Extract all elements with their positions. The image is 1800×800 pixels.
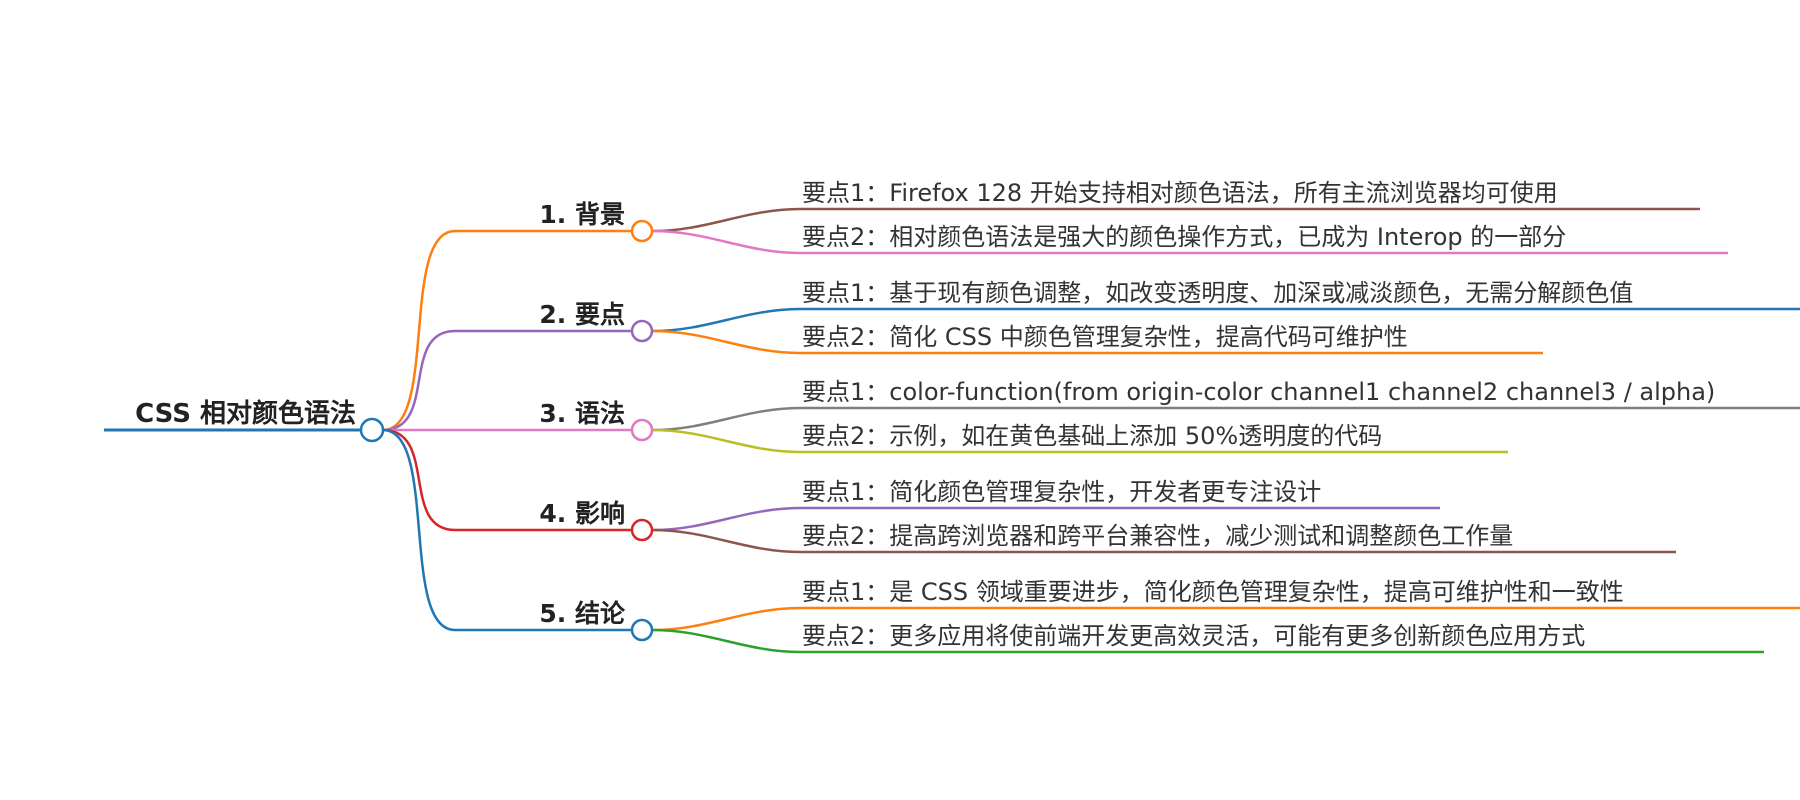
branch-4-leaf-1-connector <box>652 506 801 532</box>
branch-2-leaf-1-connector <box>652 307 801 333</box>
branch-1-leaf-2-connector <box>652 229 801 255</box>
branch-1-label[interactable]: 1. 背景 <box>539 200 625 229</box>
branch-1-leaf-1-label[interactable]: 要点1：Firefox 128 开始支持相对颜色语法，所有主流浏览器均可使用 <box>802 179 1558 207</box>
branch-3-leaf-1-connector <box>652 406 801 432</box>
branch-5-leaf-1-label[interactable]: 要点1：是 CSS 领域重要进步，简化颜色管理复杂性，提高可维护性和一致性 <box>802 578 1624 606</box>
branch-3-leaf-2-label[interactable]: 要点2：示例，如在黄色基础上添加 50%透明度的代码 <box>802 422 1382 450</box>
branch-1-collapse-node[interactable] <box>630 219 654 243</box>
branch-4-leaf-2-label[interactable]: 要点2：提高跨浏览器和跨平台兼容性，减少测试和调整颜色工作量 <box>802 522 1513 550</box>
root-topic[interactable]: CSS 相对颜色语法 <box>135 398 356 429</box>
branch-5-leaf-1-connector <box>652 606 801 632</box>
connector-layer <box>104 207 1800 654</box>
branch-5-label[interactable]: 5. 结论 <box>539 599 626 628</box>
branch-4-collapse-node[interactable] <box>630 518 654 542</box>
branch-1-connector <box>382 229 456 432</box>
branch-3-label[interactable]: 3. 语法 <box>539 399 625 428</box>
branch-5-leaf-2-connector <box>652 628 801 654</box>
branch-3-collapse-node[interactable] <box>630 418 654 442</box>
root-collapse-node[interactable] <box>359 417 385 443</box>
branch-1-leaf-1-connector <box>652 207 801 233</box>
branch-5-leaf-2-label[interactable]: 要点2：更多应用将使前端开发更高效灵活，可能有更多创新颜色应用方式 <box>802 622 1585 650</box>
branch-4-leaf-2-connector <box>652 528 801 554</box>
branch-2-leaf-1-label[interactable]: 要点1：基于现有颜色调整，如改变透明度、加深或减淡颜色，无需分解颜色值 <box>802 279 1633 307</box>
branch-1-leaf-2-label[interactable]: 要点2：相对颜色语法是强大的颜色操作方式，已成为 Interop 的一部分 <box>802 223 1566 251</box>
branch-2-connector <box>382 329 456 432</box>
branch-2-label[interactable]: 2. 要点 <box>539 300 625 329</box>
branch-4-connector <box>382 428 456 532</box>
branch-2-leaf-2-connector <box>652 329 801 355</box>
branch-4-leaf-1-label[interactable]: 要点1：简化颜色管理复杂性，开发者更专注设计 <box>802 478 1321 506</box>
node-layer: CSS 相对颜色语法 1. 背景 要点1：Firefox 128 开始支持相对颜色语… <box>135 179 1715 650</box>
branch-5-collapse-node[interactable] <box>630 618 654 642</box>
branch-4-label[interactable]: 4. 影响 <box>539 499 625 528</box>
branch-3-leaf-2-connector <box>652 428 801 454</box>
branch-3-leaf-1-label[interactable]: 要点1：color-function(from origin-color cha… <box>802 378 1715 406</box>
branch-2-collapse-node[interactable] <box>630 319 654 343</box>
branch-2-leaf-2-label[interactable]: 要点2：简化 CSS 中颜色管理复杂性，提高代码可维护性 <box>802 323 1408 351</box>
branch-5-connector <box>382 428 456 632</box>
